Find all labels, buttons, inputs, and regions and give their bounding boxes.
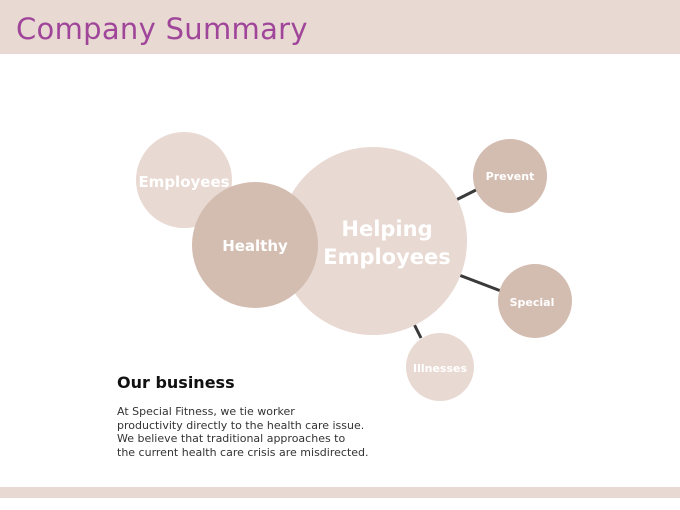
prevent-label: Prevent	[486, 170, 535, 183]
special-circle	[498, 264, 572, 338]
connector-illnesses	[412, 323, 423, 339]
header-band	[0, 0, 680, 54]
description-line: At Special Fitness, we tie worker	[117, 405, 295, 418]
healthy-label: Healthy	[222, 237, 288, 255]
description-line: productivity directly to the health care…	[117, 418, 365, 432]
healthy-circle	[192, 182, 318, 308]
connector-special	[458, 273, 502, 293]
employees-label: Employees	[138, 173, 229, 191]
illnesses-circle	[406, 333, 474, 401]
helping-employees-circle	[279, 147, 467, 335]
helping-label-line1: Helping	[341, 217, 432, 241]
slide-title: Company Summary	[16, 12, 308, 46]
description-line: We believe that traditional approaches t…	[117, 432, 346, 445]
illnesses-label: Illnesses	[413, 362, 467, 375]
section-heading: Our business	[117, 373, 235, 392]
footer-band	[0, 487, 680, 498]
special-label: Special	[510, 296, 555, 309]
description-line: the current health care crisis are misdi…	[117, 445, 369, 459]
prevent-circle	[473, 139, 547, 213]
helping-label-line2: Employees	[323, 245, 451, 269]
connector-prevent	[455, 187, 479, 202]
business-description: At Special Fitness, we tie worker produc…	[117, 405, 369, 459]
